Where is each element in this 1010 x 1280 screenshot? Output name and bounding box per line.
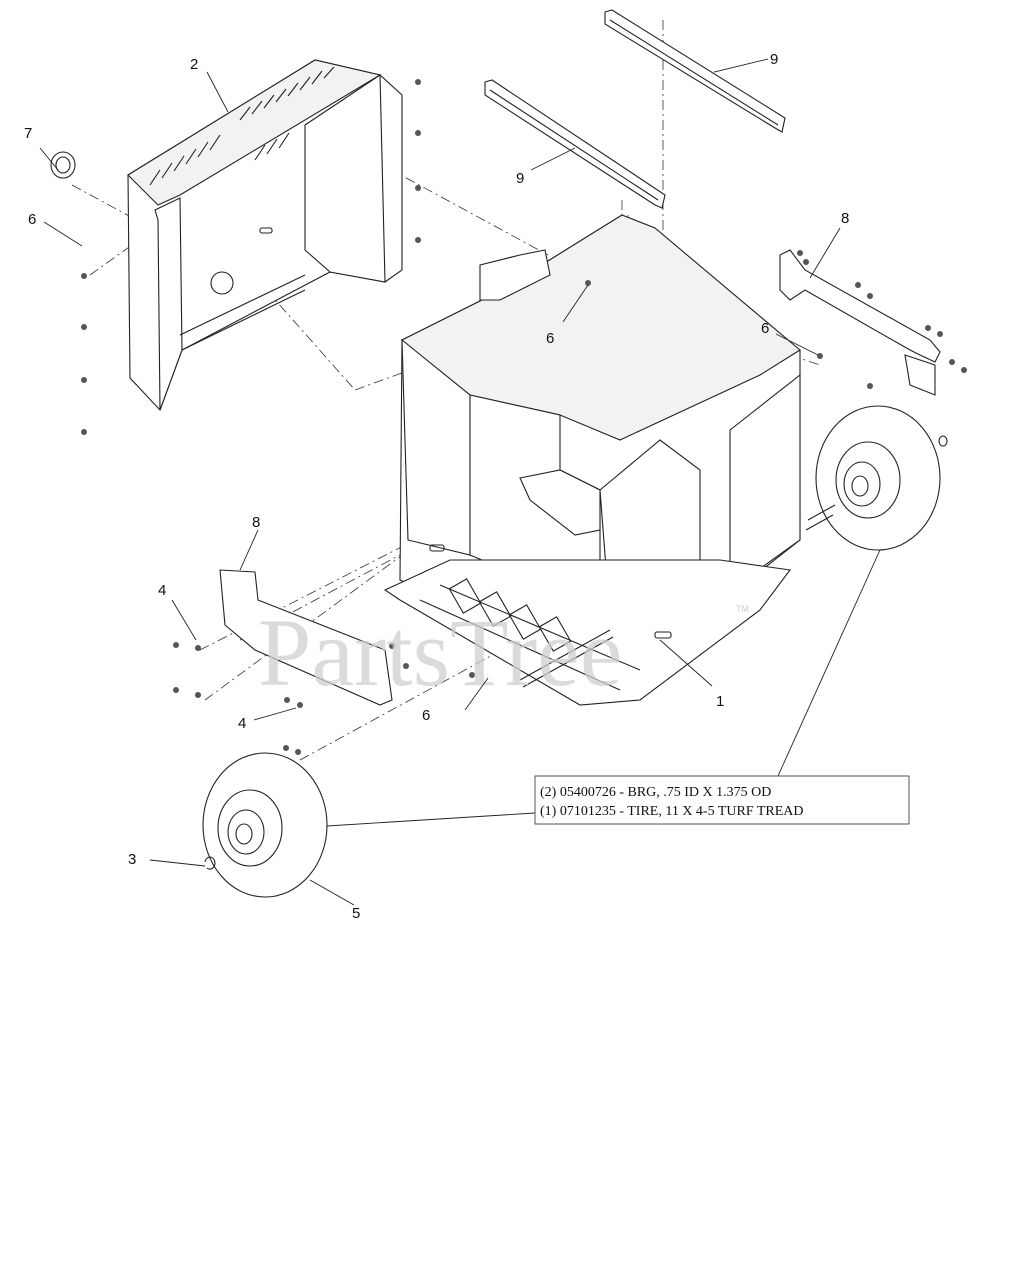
callout-4-upper: 4 bbox=[158, 582, 166, 599]
callout-3: 3 bbox=[128, 851, 136, 868]
callout-4-lower: 4 bbox=[238, 715, 246, 732]
callout-6-shroud: 6 bbox=[28, 211, 36, 228]
wheel-part-5-left bbox=[202, 752, 328, 898]
callout-5: 5 bbox=[352, 905, 360, 922]
callout-1: 1 bbox=[716, 693, 724, 710]
bracket-part-8-left bbox=[219, 569, 393, 706]
main-frame-part-1 bbox=[383, 214, 801, 706]
bracket-part-8-right bbox=[779, 249, 941, 396]
shroud-vent-slots bbox=[149, 66, 335, 186]
leader-lines bbox=[39, 58, 881, 906]
grommet-part-7 bbox=[50, 151, 76, 179]
callout-6-right: 6 bbox=[761, 320, 769, 337]
callout-8-right: 8 bbox=[841, 210, 849, 227]
fasteners bbox=[81, 79, 967, 755]
rail-part-9-upper bbox=[604, 9, 786, 133]
callout-6-lower: 6 bbox=[422, 707, 430, 724]
callout-9-upper: 9 bbox=[770, 51, 778, 68]
note-line-bearing: (2) 05400726 - BRG, .75 ID X 1.375 OD bbox=[540, 785, 771, 800]
parts-note-box: (2) 05400726 - BRG, .75 ID X 1.375 OD (1… bbox=[534, 775, 910, 825]
upper-shroud-part-2 bbox=[127, 59, 403, 412]
retaining-ring-right bbox=[938, 435, 948, 447]
callout-6-frame: 6 bbox=[546, 330, 554, 347]
watermark: PartsTree bbox=[258, 599, 622, 706]
watermark-trademark: TM bbox=[736, 604, 749, 614]
callout-8-left: 8 bbox=[252, 514, 260, 531]
callout-7: 7 bbox=[24, 125, 32, 142]
callout-2: 2 bbox=[190, 56, 198, 73]
wheel-part-5-right bbox=[805, 405, 941, 551]
note-line-tire: (1) 07101235 - TIRE, 11 X 4-5 TURF TREAD bbox=[540, 804, 804, 819]
retaining-ring-part-3 bbox=[204, 856, 216, 870]
callouts: 2 7 6 6 6 6 9 9 8 8 4 4 3 5 1 bbox=[24, 51, 849, 922]
callout-9-lower: 9 bbox=[516, 170, 524, 187]
rail-part-9-lower bbox=[484, 79, 666, 209]
